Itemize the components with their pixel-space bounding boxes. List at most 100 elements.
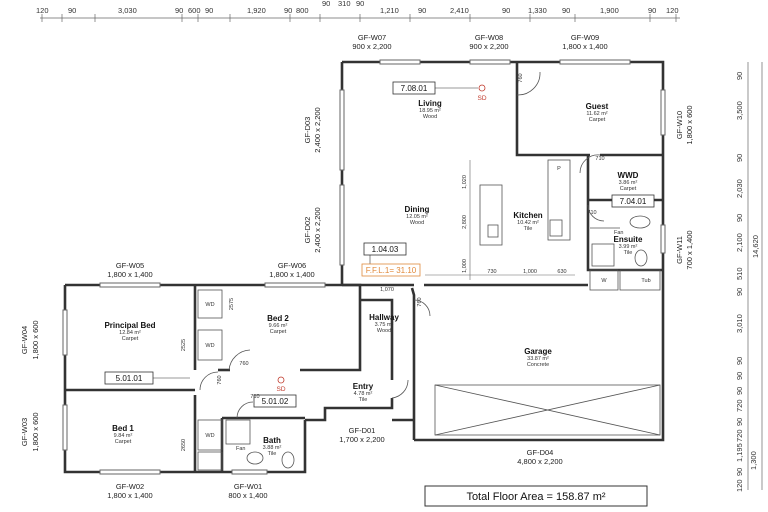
room-bath-area: 3.88 m² [263, 445, 282, 451]
dim-2525: 2525 [181, 339, 187, 351]
dim-2575: 2575 [229, 298, 235, 310]
room-living-floor: Wood [423, 114, 437, 120]
room-dining-floor: Wood [410, 220, 424, 226]
size-gf-d02: 2,400 x 2,200 [313, 207, 322, 252]
right-dim-total: 14,620 [751, 235, 760, 258]
top-dim-12: 90 [356, 0, 364, 8]
room-wwd-name: WWD [618, 171, 639, 180]
laundry-w [589, 269, 619, 291]
size-gf-w05: 1,800 x 1,400 [107, 270, 152, 279]
room-bath-floor: Tile [268, 451, 277, 457]
top-dim-16: 90 [502, 6, 510, 15]
room-dining-name: Dining [405, 205, 430, 214]
wardrobe-principal [197, 329, 223, 361]
top-dim-10: 90 [322, 0, 330, 8]
size-gf-w10: 1,800 x 600 [685, 105, 694, 144]
windows [62, 59, 666, 475]
fan-label-bath: Fan [236, 446, 245, 452]
room-bed1-name: Bed 1 [112, 424, 134, 433]
room-living-area: 18.95 m² [419, 108, 441, 114]
dim-760-guest: 760 [518, 73, 524, 82]
right-dim-18: 1,300 [749, 451, 758, 470]
top-dim-19: 1,900 [600, 6, 619, 15]
room-entry-area: 4.78 m² [354, 391, 373, 397]
label-gf-w05: GF-W05 [116, 261, 144, 270]
size-gf-w03: 1,800 x 600 [31, 412, 40, 451]
dim-630: 630 [557, 269, 566, 275]
right-dim-1: 90 [735, 72, 744, 80]
right-dim-6: 2,100 [735, 233, 744, 252]
sd-label-2: SD [276, 386, 285, 393]
top-dimension-line: 120 90 3,030 90 600 90 1,920 90 800 90 3… [36, 0, 680, 22]
size-gf-w02: 1,800 x 1,400 [107, 491, 152, 500]
label-gf-d01: GF-D01 [349, 426, 376, 435]
room-wwd-area: 3.86 m² [619, 180, 638, 186]
laundry-tub [619, 269, 661, 291]
label-gf-d02: GF-D02 [303, 217, 312, 244]
room-living-name: Living [418, 99, 442, 108]
room-bed2-area: 9.66 m² [269, 323, 288, 329]
right-dim-5: 90 [735, 214, 744, 222]
dim-710-bath: 710 [250, 394, 259, 400]
room-guest-name: Guest [586, 102, 609, 111]
room-kitchen-area: 10.42 m² [517, 220, 539, 226]
room-kitchen-floor: Tile [524, 226, 533, 232]
dim-710-wwd: 710 [595, 156, 604, 162]
room-labels: Living 18.95 m² Wood Guest 11.62 m² Carp… [104, 99, 643, 457]
size-gf-w01: 800 x 1,400 [228, 491, 267, 500]
ensuite-basin [629, 215, 651, 229]
right-dim-3: 90 [735, 154, 744, 162]
inner-dimensions: 1,020 2,800 1,000 730 1,000 630 1,070 76… [181, 73, 605, 451]
wd-label-3: WD [205, 433, 214, 439]
room-dining-area: 12.05 m² [406, 214, 428, 220]
room-ensuite-floor: Tile [624, 250, 633, 256]
size-gf-w06: 1,800 x 1,400 [269, 270, 314, 279]
top-dim-18: 90 [562, 6, 570, 15]
label-gf-w06: GF-W06 [278, 261, 306, 270]
top-dim-13: 1,210 [380, 6, 399, 15]
fixture-labels: WD WD WD W Tub Fan Fan P [205, 166, 650, 452]
room-garage-area: 33.87 m² [527, 356, 549, 362]
label-gf-w07: GF-W07 [358, 33, 386, 42]
tag-7-04-01: 7.04.01 [620, 197, 647, 206]
room-principal-floor: Carpet [122, 336, 139, 342]
label-gf-d03: GF-D03 [303, 117, 312, 144]
room-entry-name: Entry [353, 382, 374, 391]
fixtures [197, 71, 661, 471]
fan-label-ensuite: Fan [614, 230, 623, 236]
top-dim-4: 90 [175, 6, 183, 15]
label-gf-w04: GF-W04 [20, 326, 29, 354]
right-dim-9: 3,010 [735, 314, 744, 333]
smoke-detector-icon [277, 376, 285, 384]
tag-5-01-02: 5.01.02 [262, 397, 289, 406]
top-dim-5: 600 [188, 6, 201, 15]
top-dim-15: 2,410 [450, 6, 469, 15]
room-ensuite-name: Ensuite [614, 235, 643, 244]
room-hallway-area: 3.75 m² [375, 322, 394, 328]
ffl-label: F.F.L.1= 31.10 [366, 266, 417, 275]
right-dim-15: 720 [735, 429, 744, 442]
right-dimension-line: 90 3,500 90 2,030 90 2,100 510 90 3,010 … [735, 62, 763, 492]
room-guest-floor: Carpet [589, 117, 606, 123]
size-gf-w08: 900 x 2,200 [469, 42, 508, 51]
pantry-label: P [557, 166, 561, 172]
dim-1070: 1,070 [380, 287, 394, 293]
total-floor-area: Total Floor Area = 158.87 m² [424, 485, 648, 507]
room-bath-name: Bath [263, 436, 281, 445]
dim-1020: 1,020 [462, 175, 468, 189]
garage-door [434, 384, 661, 436]
label-gf-w01: GF-W01 [234, 482, 262, 491]
kitchen-island [479, 184, 503, 246]
dim-1000v: 1,000 [462, 259, 468, 273]
top-dim-7: 1,920 [247, 6, 266, 15]
wd-label-1: WD [205, 302, 214, 308]
top-dim-8: 90 [284, 6, 292, 15]
dim-760-bed2: 760 [239, 361, 248, 367]
room-bed1-area: 9.84 m² [114, 433, 133, 439]
dim-710-ensuite: 710 [587, 210, 596, 216]
right-dim-17: 90 [735, 468, 744, 476]
bath-toilet [281, 451, 295, 469]
opening-labels: GF-W07 900 x 2,200 GF-W08 900 x 2,200 GF… [20, 33, 694, 500]
smoke-detector-icon [478, 84, 486, 92]
